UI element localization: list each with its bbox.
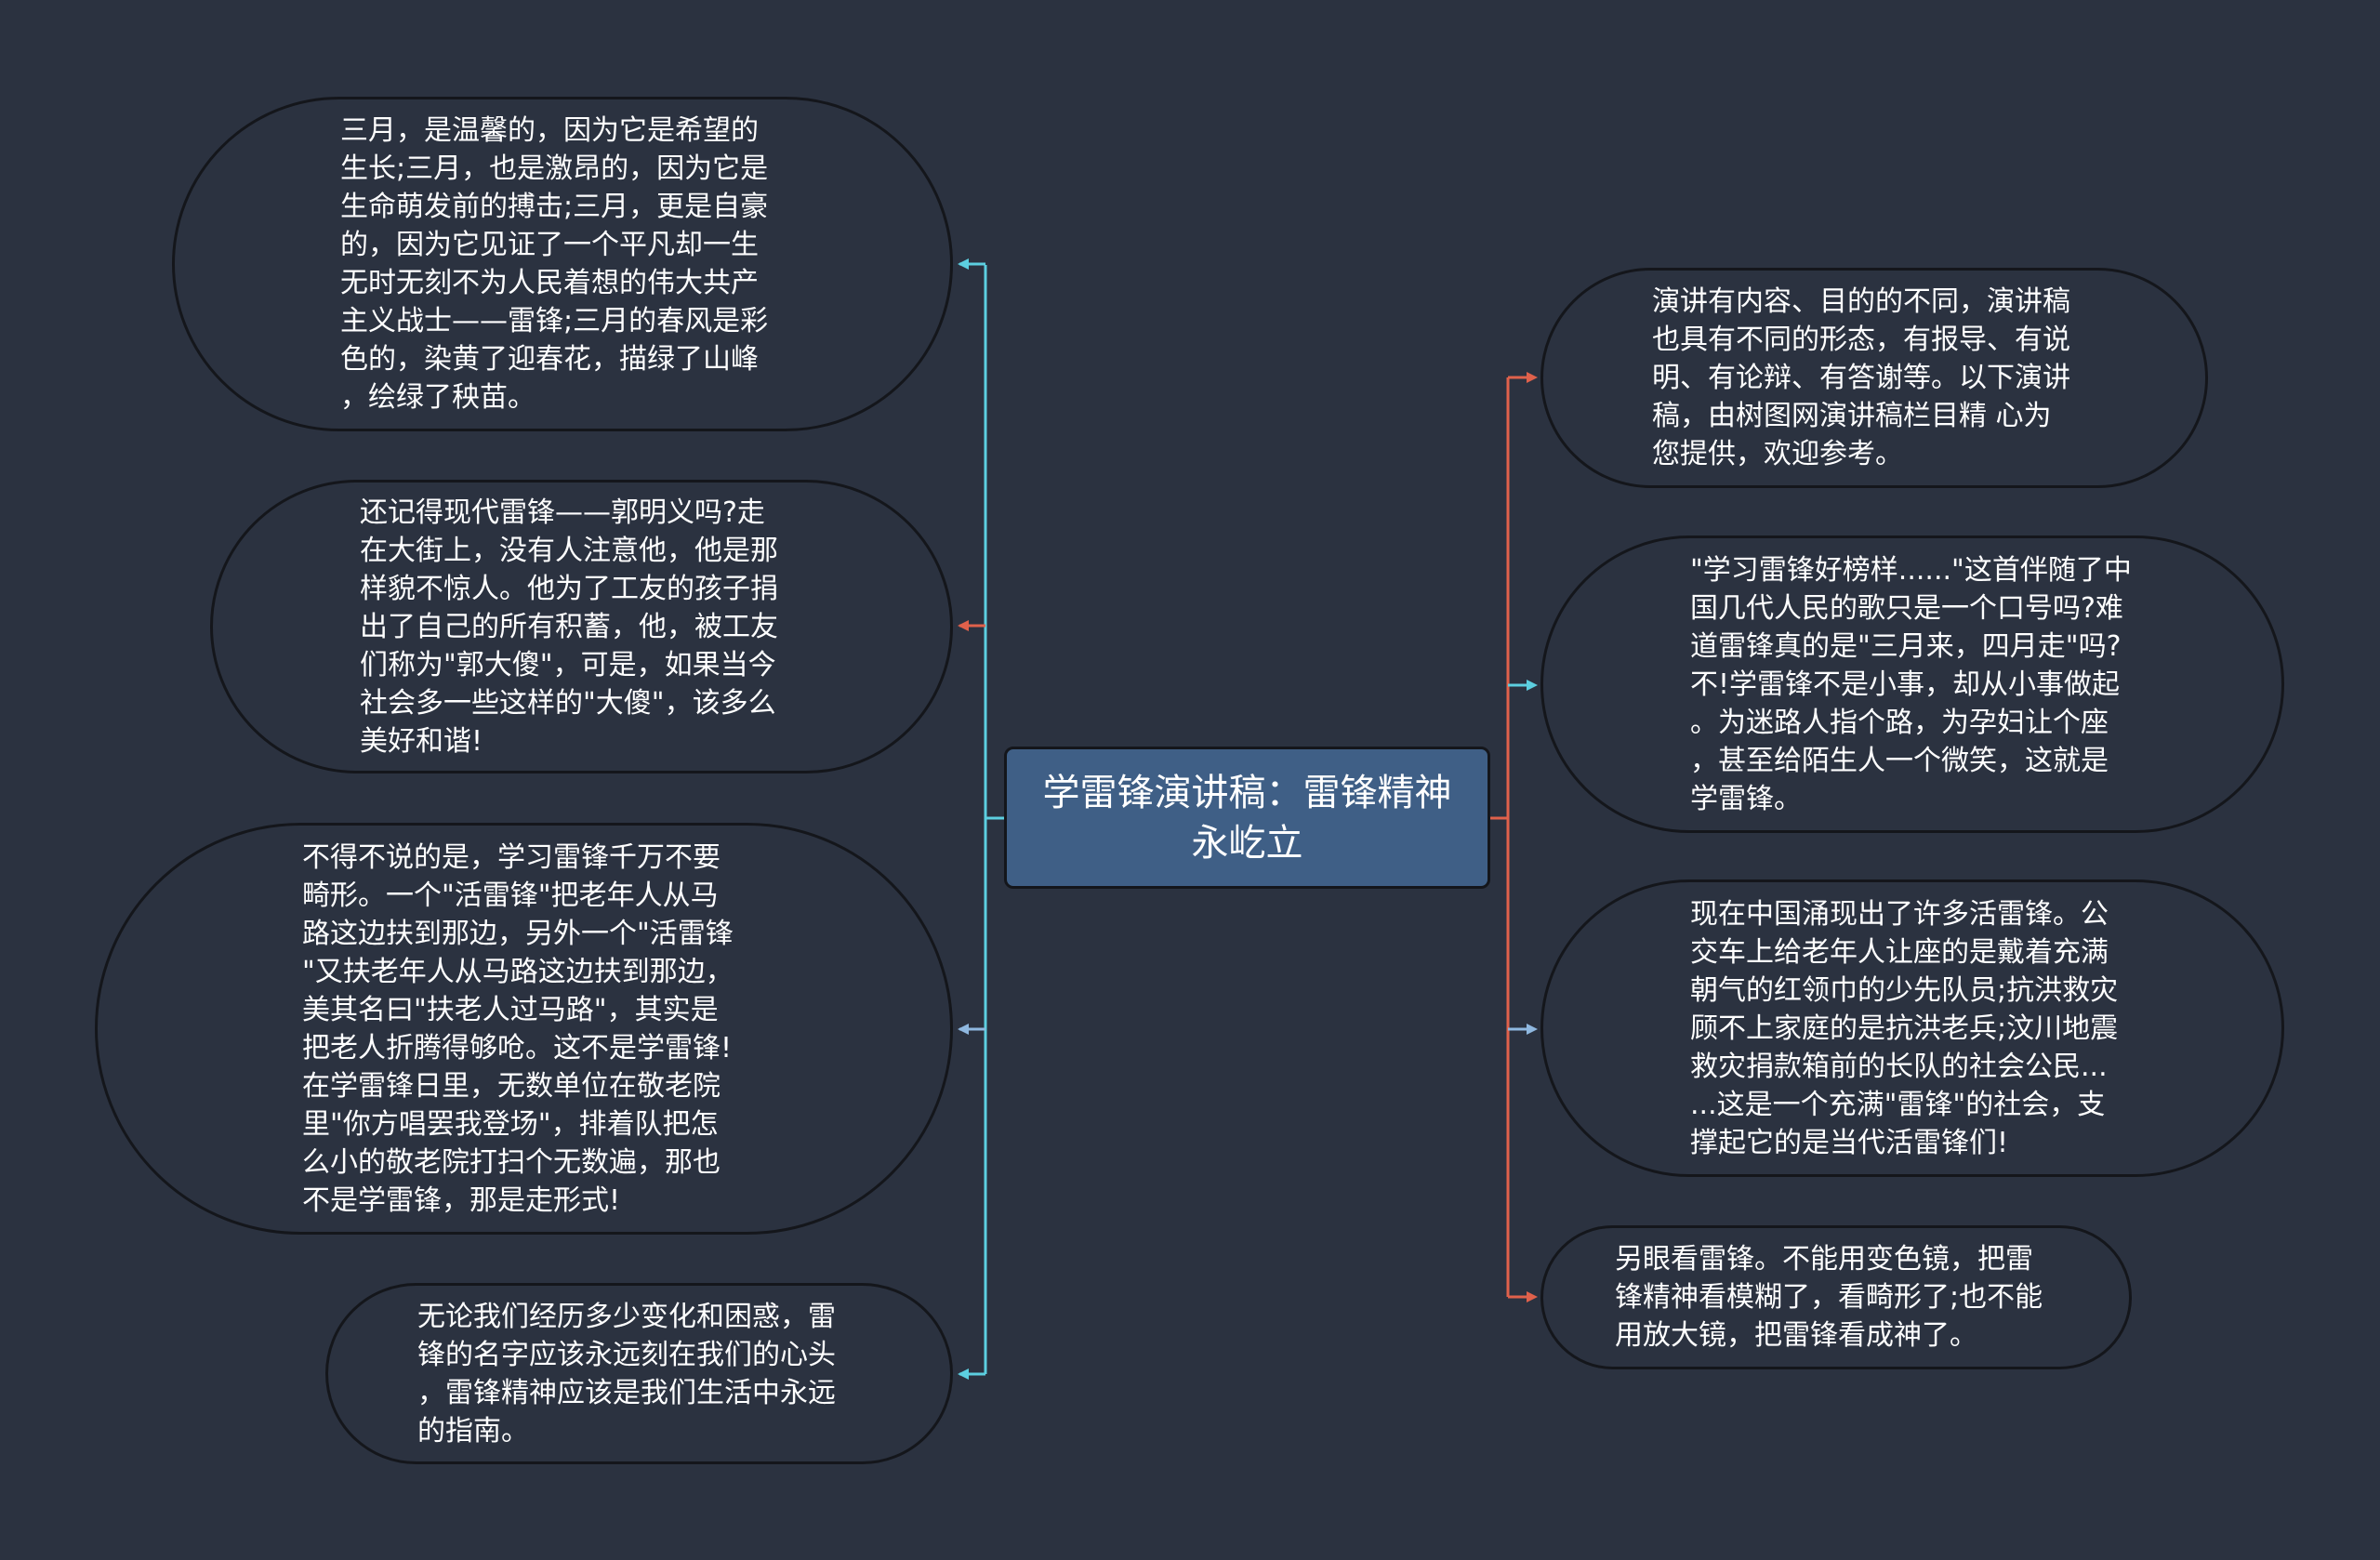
arrow-left-3 <box>958 1024 969 1035</box>
central-topic-label: 学雷锋演讲稿：雷锋精神 永屹立 <box>1042 771 1452 865</box>
left-node-2-text: 还记得现代雷锋——郭明义吗?走 在大街上，没有人注意他，他是那 样貌不惊人。他为… <box>360 496 778 758</box>
arrow-left-4 <box>958 1368 969 1380</box>
arrow-left-2 <box>958 620 969 631</box>
left-node-3[interactable]: 不得不说的是，学习雷锋千万不要 畸形。一个"活雷锋"把老年人从马 路这边扶到那边… <box>95 823 953 1235</box>
right-node-4-text: 另眼看雷锋。不能用变色镜，把雷 锋精神看模糊了，看畸形了;也不能 用放大镜，把雷… <box>1615 1243 2043 1352</box>
right-node-1-text: 演讲有内容、目的的不同，演讲稿 也具有不同的形态，有报导、有说 明、有论辩、有答… <box>1652 285 2070 470</box>
right-node-2[interactable]: "学习雷锋好榜样......"这首伴随了中 国几代人民的歌只是一个口号吗?难 道… <box>1540 535 2284 833</box>
left-node-2[interactable]: 还记得现代雷锋——郭明义吗?走 在大街上，没有人注意他，他是那 样貌不惊人。他为… <box>210 480 953 773</box>
arrow-left-1 <box>958 258 969 270</box>
left-node-1-text: 三月，是温馨的，因为它是希望的 生长;三月，也是激昂的，因为它是 生命萌发前的搏… <box>340 114 769 414</box>
right-node-4[interactable]: 另眼看雷锋。不能用变色镜，把雷 锋精神看模糊了，看畸形了;也不能 用放大镜，把雷… <box>1540 1225 2132 1369</box>
arrow-right-1 <box>1527 372 1538 383</box>
left-trunk-link <box>984 265 1004 820</box>
arrow-right-4 <box>1527 1291 1538 1302</box>
right-node-3[interactable]: 现在中国涌现出了许多活雷锋。公 交车上给老年人让座的是戴着充满 朝气的红领巾的少… <box>1540 879 2284 1177</box>
right-node-2-text: "学习雷锋好榜样......"这首伴随了中 国几代人民的歌只是一个口号吗?难 道… <box>1690 553 2132 815</box>
arrow-right-2 <box>1527 680 1538 691</box>
left-node-4-text: 无论我们经历多少变化和困惑，雷 锋的名字应该永远刻在我们的心头 ，雷锋精神应该是… <box>417 1300 836 1448</box>
left-node-4[interactable]: 无论我们经历多少变化和困惑，雷 锋的名字应该永远刻在我们的心头 ，雷锋精神应该是… <box>325 1283 953 1464</box>
arrow-right-3 <box>1527 1024 1538 1035</box>
right-node-1[interactable]: 演讲有内容、目的的不同，演讲稿 也具有不同的形态，有报导、有说 明、有论辩、有答… <box>1540 268 2208 488</box>
central-topic[interactable]: 学雷锋演讲稿：雷锋精神 永屹立 <box>1004 747 1490 889</box>
right-node-3-text: 现在中国涌现出了许多活雷锋。公 交车上给老年人让座的是戴着充满 朝气的红领巾的少… <box>1690 897 2119 1159</box>
left-node-1[interactable]: 三月，是温馨的，因为它是希望的 生长;三月，也是激昂的，因为它是 生命萌发前的搏… <box>172 97 953 431</box>
left-node-3-text: 不得不说的是，学习雷锋千万不要 畸形。一个"活雷锋"把老年人从马 路这边扶到那边… <box>302 840 734 1217</box>
right-trunk-link <box>1490 377 1510 1297</box>
